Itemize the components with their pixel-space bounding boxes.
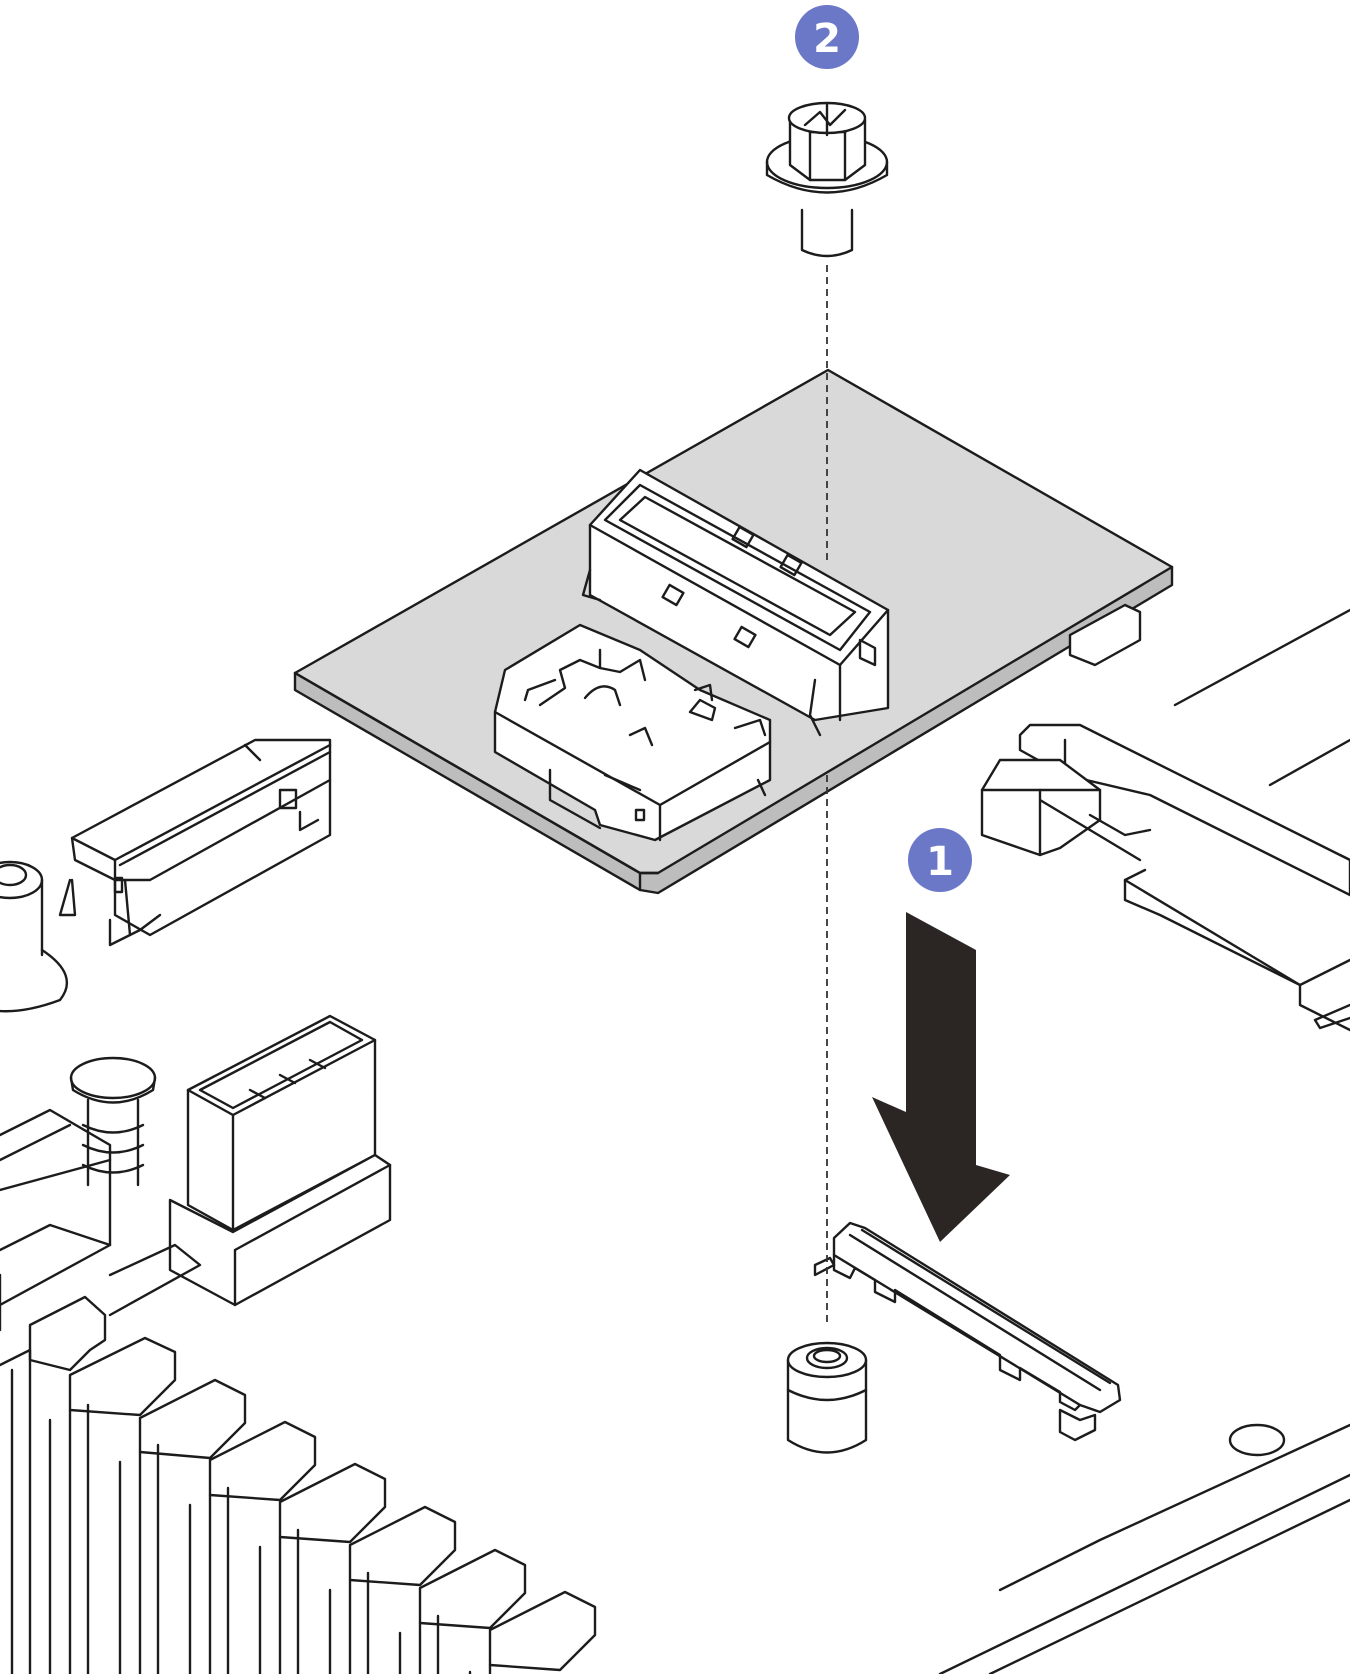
callout-2: 2 xyxy=(795,5,859,69)
callout-1: 1 xyxy=(908,828,972,892)
board-connector-slot xyxy=(813,1221,1122,1442)
dimm-latches xyxy=(0,1295,597,1674)
system-board-right xyxy=(813,608,1350,1674)
callout-2-label: 2 xyxy=(813,16,841,62)
down-arrow-icon xyxy=(872,912,1010,1242)
usb-adapter-board xyxy=(293,368,1174,895)
standoff-icon xyxy=(786,1341,868,1454)
board-top-connector xyxy=(581,468,890,737)
left-components xyxy=(0,738,597,1674)
usb-connector xyxy=(493,623,772,842)
callout-1-label: 1 xyxy=(926,839,954,885)
screw-icon xyxy=(765,101,889,258)
